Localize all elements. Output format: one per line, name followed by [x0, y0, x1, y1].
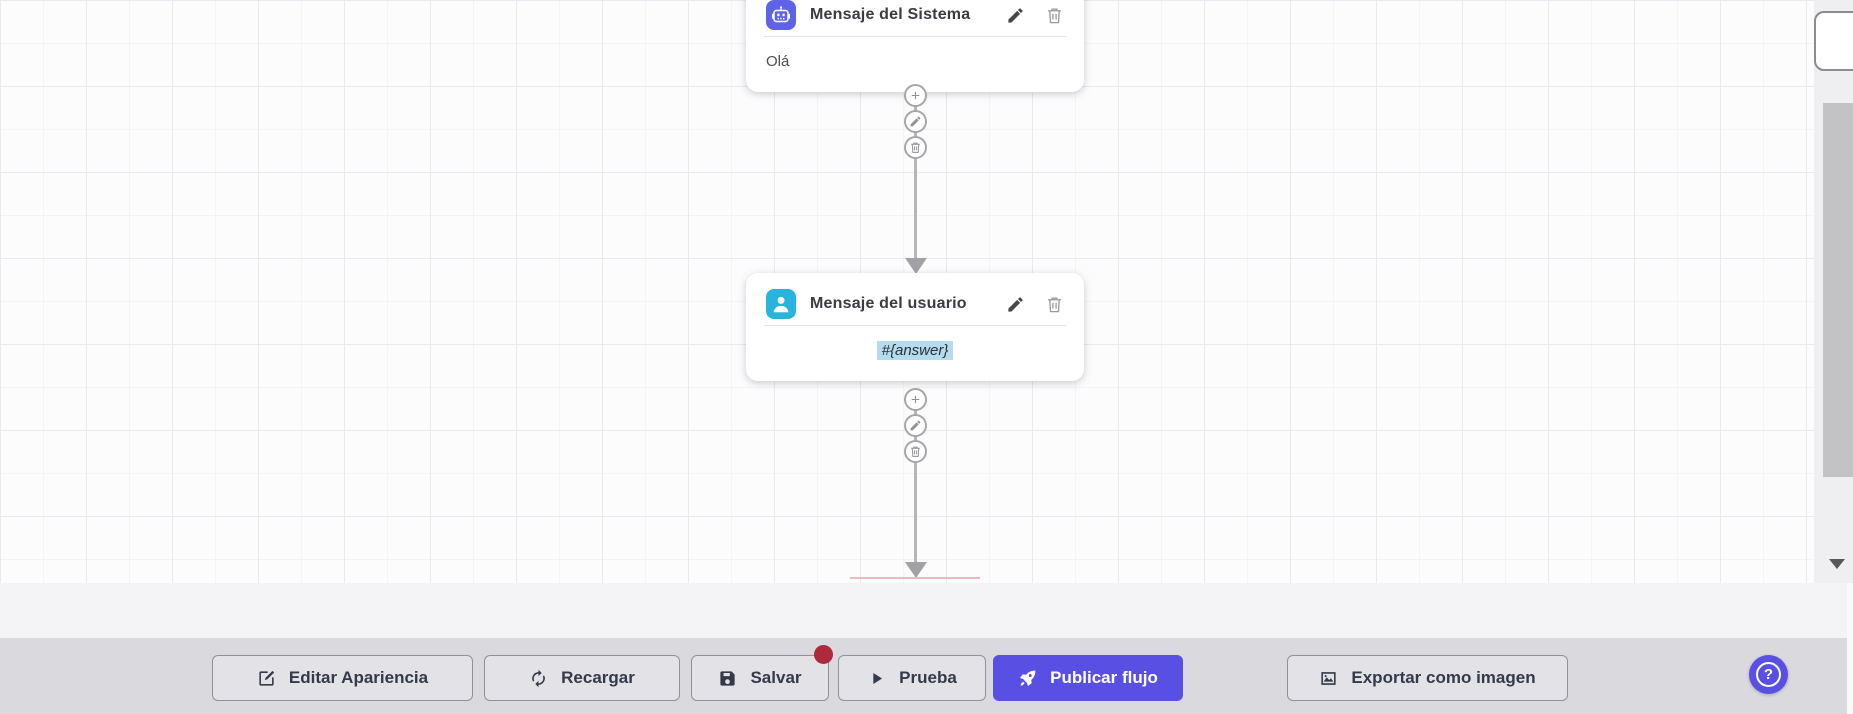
connector-line: [914, 388, 917, 564]
node-content: #{answer}: [746, 326, 1084, 381]
edit-appearance-button[interactable]: Editar Apariencia: [212, 655, 473, 701]
delete-connection-button[interactable]: [904, 440, 927, 463]
edit-connection-button[interactable]: [904, 110, 927, 133]
canvas-footer-strip: [0, 583, 1853, 638]
answer-variable: #{answer}: [876, 341, 954, 360]
save-icon: [720, 670, 736, 686]
node-divider: [764, 36, 1066, 37]
question-mark-icon: ?: [1756, 662, 1781, 687]
delete-node-button[interactable]: [1045, 295, 1064, 314]
export-image-button[interactable]: Exportar como imagen: [1287, 655, 1568, 701]
canvas-corner-panel: [1814, 11, 1853, 71]
help-button[interactable]: ?: [1749, 655, 1788, 694]
edit-node-button[interactable]: [1006, 295, 1025, 314]
node-system-message[interactable]: Mensaje del Sistema Olá: [746, 0, 1084, 92]
edit-node-button[interactable]: [1006, 6, 1025, 25]
play-icon: [873, 672, 883, 684]
refresh-icon: [532, 669, 545, 687]
button-label: Salvar: [750, 668, 802, 687]
flow-canvas[interactable]: Mensaje del Sistema Olá: [0, 0, 1814, 583]
connector-arrow-icon: [905, 258, 927, 274]
test-button[interactable]: Prueba: [838, 655, 986, 701]
node-header: Mensaje del Sistema: [746, 0, 1084, 36]
connector-line: [914, 78, 917, 260]
node-header: Mensaje del usuario: [746, 273, 1084, 325]
button-label: Publicar flujo: [1050, 668, 1158, 687]
image-icon: [1321, 671, 1337, 685]
node-user-message[interactable]: Mensaje del usuario #{answer}: [746, 273, 1084, 381]
delete-node-button[interactable]: [1045, 6, 1064, 25]
right-gutter: [1847, 583, 1853, 714]
node-content: Olá: [766, 53, 790, 70]
vertical-scrollbar-thumb[interactable]: [1823, 103, 1853, 477]
button-label: Prueba: [899, 668, 957, 687]
add-node-button[interactable]: [904, 84, 927, 107]
user-icon: [766, 289, 796, 319]
connector-arrow-icon: [905, 562, 927, 578]
reload-button[interactable]: Recargar: [484, 655, 680, 701]
button-label: Editar Apariencia: [288, 668, 429, 687]
node-title: Mensaje del usuario: [810, 295, 967, 312]
edit-connection-button[interactable]: [904, 414, 927, 437]
scroll-down-arrow-icon[interactable]: [1829, 559, 1845, 569]
unsaved-changes-badge: [814, 645, 833, 664]
node-title: Mensaje del Sistema: [810, 6, 971, 23]
next-node-top-edge: [850, 577, 980, 579]
save-button[interactable]: Salvar: [691, 655, 829, 701]
robot-icon: [766, 0, 796, 30]
node-divider: [764, 325, 1066, 326]
button-label: Exportar como imagen: [1351, 668, 1536, 687]
rocket-icon: [1020, 670, 1036, 686]
button-label: Recargar: [561, 668, 635, 687]
publish-flow-button[interactable]: Publicar flujo: [993, 655, 1183, 701]
edit-square-icon: [259, 670, 275, 686]
delete-connection-button[interactable]: [904, 136, 927, 159]
add-node-button[interactable]: [904, 388, 927, 411]
